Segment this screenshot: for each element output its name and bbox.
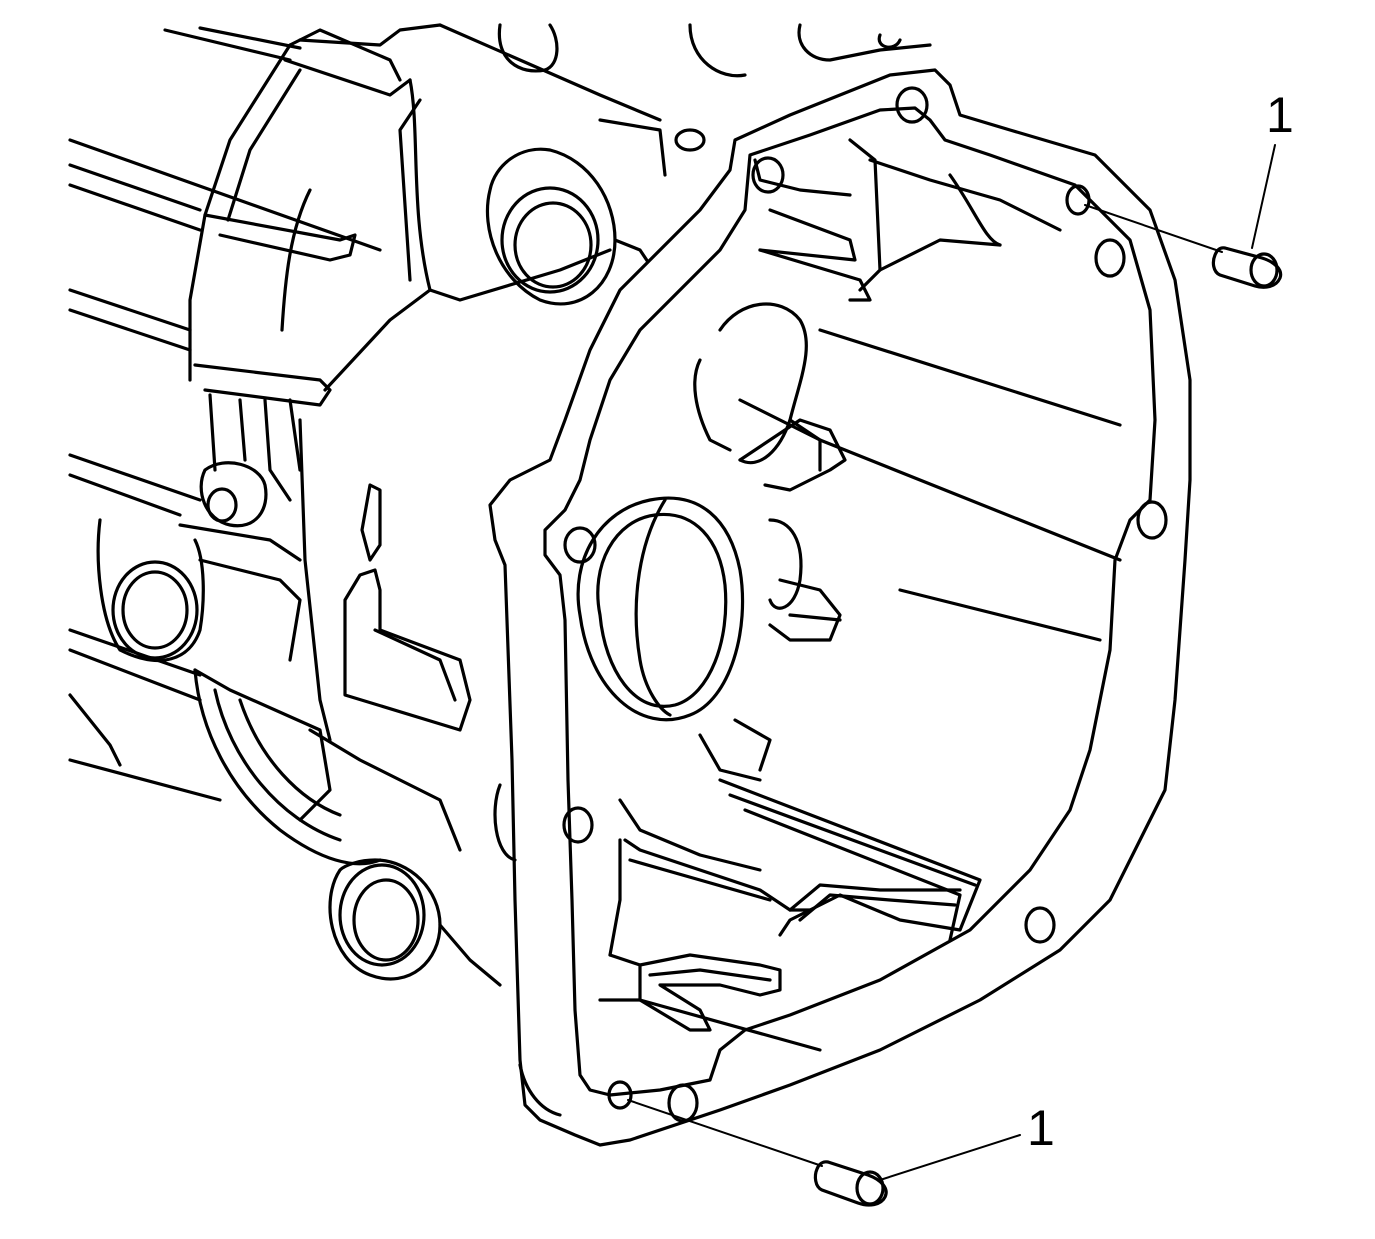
callout-leader-lower <box>879 1134 1021 1181</box>
callout-leader-upper <box>1251 144 1276 249</box>
case-flange <box>488 68 1192 1147</box>
callout-label-lower: 1 <box>1027 1100 1055 1156</box>
callout-label-upper: 1 <box>1266 87 1294 143</box>
dowel-pin-upper <box>1211 246 1283 289</box>
case-body <box>68 23 932 987</box>
lower-alignment-line <box>627 1099 823 1167</box>
dowel-pin-lower <box>813 1160 888 1207</box>
upper-alignment-line <box>1084 204 1223 253</box>
